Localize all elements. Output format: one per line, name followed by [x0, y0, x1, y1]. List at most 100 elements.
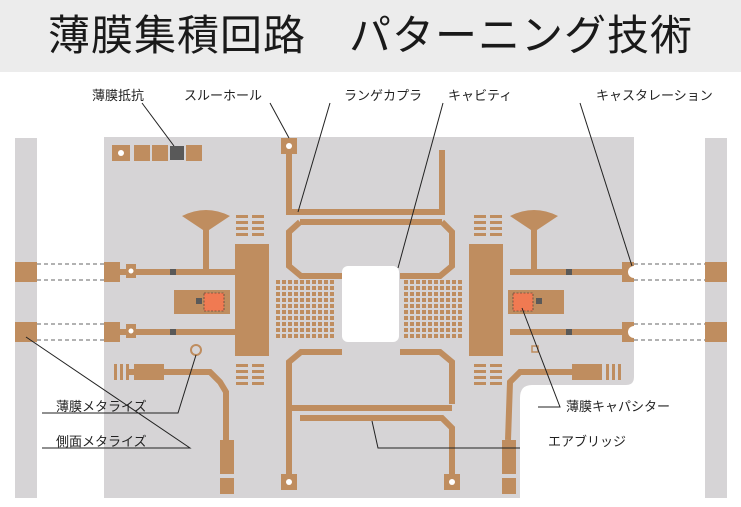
via-cell	[300, 304, 304, 308]
via-cell	[440, 304, 444, 308]
via-cell	[404, 328, 408, 332]
via-cell	[276, 334, 280, 338]
via-cell	[300, 310, 304, 314]
via-cell	[434, 316, 438, 320]
via-cell	[458, 292, 462, 296]
via-cell	[458, 286, 462, 290]
via-cell	[458, 328, 462, 332]
via-cell	[422, 328, 426, 332]
right-board	[705, 138, 727, 498]
via-cell	[294, 304, 298, 308]
via-cell	[422, 298, 426, 302]
via-cell	[452, 280, 456, 284]
via-cell	[288, 280, 292, 284]
via-cell	[416, 280, 420, 284]
via-cell	[300, 280, 304, 284]
via-cell	[306, 334, 310, 338]
via-cell	[440, 334, 444, 338]
via-cell	[276, 322, 280, 326]
via-cell	[404, 316, 408, 320]
via-cell	[330, 292, 334, 296]
bottom-pads	[281, 474, 460, 490]
via-cell	[276, 304, 280, 308]
via-cell	[330, 322, 334, 326]
left-capacitor	[174, 290, 230, 314]
via-cell	[434, 334, 438, 338]
via-cell	[324, 280, 328, 284]
via-cell	[312, 334, 316, 338]
via-cell	[294, 310, 298, 314]
via-cell	[312, 286, 316, 290]
via-cell	[458, 298, 462, 302]
via-cell	[318, 316, 322, 320]
via-cell	[422, 286, 426, 290]
via-cell	[294, 286, 298, 290]
via-cell	[324, 304, 328, 308]
via-cell	[288, 334, 292, 338]
via-cell	[410, 310, 414, 314]
via-cell	[452, 334, 456, 338]
page-title: 薄膜集積回路 パターニング技術	[47, 11, 693, 60]
left-lower-components	[114, 344, 234, 494]
via-cell	[294, 322, 298, 326]
via-cell	[318, 286, 322, 290]
via-cell	[452, 310, 456, 314]
left-ports	[104, 262, 176, 342]
label-air-bridge: エアブリッジ	[548, 434, 626, 450]
via-cell	[306, 286, 310, 290]
via-cell	[288, 304, 292, 308]
via-cell	[318, 292, 322, 296]
via-cell	[440, 292, 444, 296]
via-cell	[410, 328, 414, 332]
via-cell	[452, 286, 456, 290]
via-cell	[446, 304, 450, 308]
via-cell	[422, 304, 426, 308]
via-cell	[312, 328, 316, 332]
via-cell	[458, 280, 462, 284]
label-thin-film-metallize: 薄膜メタライズ	[56, 399, 147, 415]
via-cell	[306, 322, 310, 326]
via-cell	[458, 316, 462, 320]
via-cell	[416, 316, 420, 320]
via-cell	[416, 328, 420, 332]
via-cell	[312, 280, 316, 284]
via-cell	[330, 316, 334, 320]
via-cell	[452, 322, 456, 326]
via-cell	[294, 280, 298, 284]
via-cell	[282, 298, 286, 302]
via-cell	[288, 322, 292, 326]
via-cell	[330, 286, 334, 290]
label-thin-film-resistor: 薄膜抵抗	[92, 89, 144, 104]
via-cell	[300, 322, 304, 326]
via-cell	[330, 310, 334, 314]
labels: 薄膜抵抗 スルーホール ランゲカプラ キャビティ キャスタレーション 薄膜メタラ…	[56, 89, 713, 450]
via-cell	[294, 328, 298, 332]
via-cell	[294, 292, 298, 296]
label-side-metallize: 側面メタライズ	[56, 434, 147, 450]
via-cell	[288, 310, 292, 314]
via-cell	[446, 328, 450, 332]
via-cell	[324, 322, 328, 326]
via-cell	[440, 310, 444, 314]
right-ports	[566, 262, 640, 342]
via-cell	[306, 298, 310, 302]
via-cell	[318, 334, 322, 338]
via-cell	[276, 298, 280, 302]
via-cell	[428, 280, 432, 284]
via-cell	[306, 316, 310, 320]
label-through-hole: スルーホール	[184, 89, 262, 104]
via-cell	[404, 298, 408, 302]
via-cell	[410, 316, 414, 320]
via-cell	[300, 334, 304, 338]
label-cavity: キャビティ	[448, 89, 512, 104]
via-cell	[410, 280, 414, 284]
via-cell	[288, 298, 292, 302]
via-cell	[300, 292, 304, 296]
via-cell	[294, 298, 298, 302]
via-cell	[434, 286, 438, 290]
via-cell	[276, 292, 280, 296]
via-cell	[300, 316, 304, 320]
via-cell	[282, 286, 286, 290]
via-cell	[282, 334, 286, 338]
via-cell	[318, 322, 322, 326]
